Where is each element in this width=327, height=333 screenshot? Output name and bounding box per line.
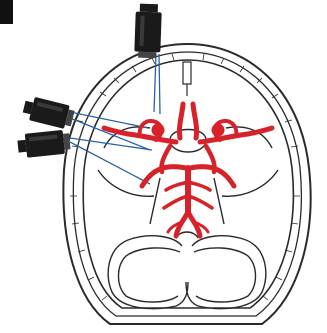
transtemporal-beam-lower: [70, 138, 152, 184]
skull-base: [98, 127, 278, 309]
orbital-window-marker: [183, 62, 191, 84]
vertebral-artery-branches: [168, 222, 208, 232]
clivus-right: [214, 178, 224, 224]
ultrasound-beams: [70, 54, 160, 184]
posterior-fossa-inner-right: [194, 248, 256, 302]
orbital-window-tube: [183, 62, 191, 84]
ultrasound-probe-icon: [21, 95, 75, 130]
posterior-fossa-inner-left: [119, 248, 181, 302]
ultrasound-probe-upper-side: [21, 95, 75, 130]
internal-carotid-left: [152, 124, 164, 136]
ultrasound-probe-lower-side: [17, 129, 71, 158]
ultrasound-probe-icon: [134, 4, 162, 59]
anterior-cerebral-artery: [179, 104, 196, 138]
internal-carotid-right: [212, 124, 224, 136]
ultrasound-probe-top: [134, 4, 162, 59]
ultrasound-probe-icon: [17, 129, 71, 158]
clivus-left: [150, 178, 160, 224]
